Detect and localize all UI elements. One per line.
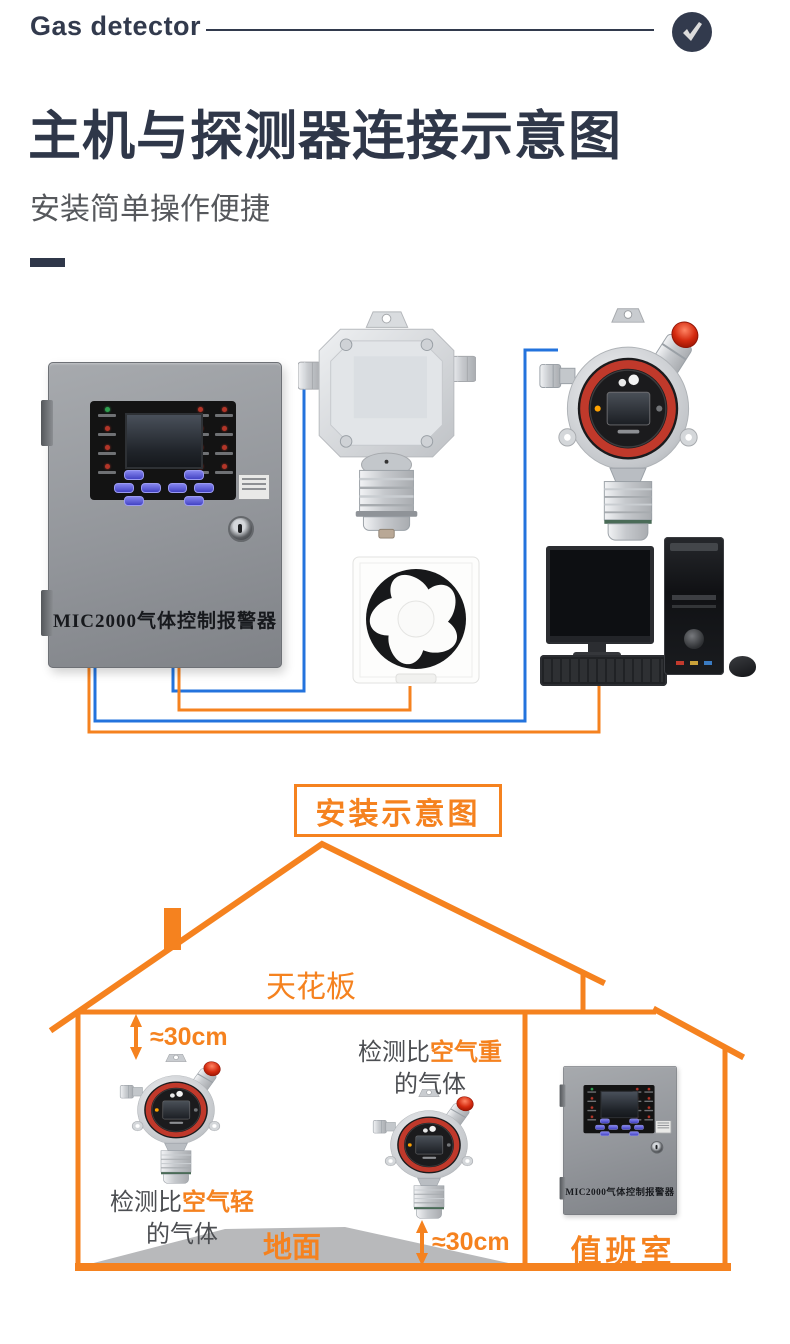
monitor — [546, 546, 654, 644]
ceiling-clearance-label: ≈30cm — [150, 1023, 228, 1051]
duty-room-roof — [651, 1005, 746, 1061]
spec-sticker — [238, 474, 270, 500]
heavy-gas-detector — [372, 1086, 486, 1220]
title-dash — [30, 258, 65, 267]
panel-lcd-screen — [125, 413, 203, 469]
heavy-gas-prefix: 检测比 — [358, 1039, 430, 1066]
ground-label: 地面 — [263, 1232, 322, 1264]
heavy-gas-line2: 的气体 — [394, 1071, 466, 1099]
brand-title: Gas detector — [30, 11, 202, 41]
ceiling-label: 天花板 — [266, 971, 356, 1004]
hinge — [41, 400, 53, 446]
mouse — [729, 656, 756, 677]
duty-room-control-panel: MIC2000气体控制报警器 — [559, 1066, 677, 1216]
heavy-gas-highlight: 空气重 — [430, 1039, 502, 1066]
gas-transmitter-detector — [298, 310, 476, 540]
monitor-stand — [588, 642, 606, 654]
installation-badge: 安装示意图 — [294, 784, 502, 837]
floor-clearance-arrow — [416, 1220, 428, 1266]
light-gas-prefix: 检测比 — [110, 1189, 182, 1216]
panel-keypad — [114, 467, 214, 506]
page-title: 主机与探测器连接示意图 — [28, 107, 622, 166]
header-divider — [206, 29, 654, 31]
exhaust-fan — [352, 556, 480, 684]
light-gas-note: 检测比空气轻 的气体 — [102, 1187, 262, 1252]
keyboard — [540, 655, 667, 686]
duty-room-label: 值班室 — [570, 1234, 676, 1269]
hinge — [41, 590, 53, 636]
heavy-gas-note: 检测比空气重 的气体 — [350, 1037, 510, 1102]
panel-control-face — [90, 401, 236, 506]
chimney — [164, 908, 181, 950]
light-gas-highlight: 空气轻 — [182, 1189, 254, 1216]
floor-clearance-label: ≈30cm — [432, 1228, 510, 1256]
light-gas-line2: 的气体 — [146, 1221, 218, 1249]
gas-control-panel: MIC2000气体控制报警器 — [41, 362, 282, 668]
duty-panel-model-label: MIC2000气体控制报警器 — [565, 1187, 675, 1198]
check-icon — [672, 12, 712, 52]
panel-model-label: MIC2000气体控制报警器 — [52, 611, 278, 632]
page-subtitle: 安装简单操作便捷 — [30, 193, 270, 226]
door-lock — [228, 516, 254, 542]
light-gas-detector — [119, 1051, 233, 1185]
computer-tower — [664, 537, 724, 675]
wire-orange-to-computer — [87, 664, 601, 734]
panel-enclosure: MIC2000气体控制报警器 — [41, 362, 282, 668]
fixed-gas-detector — [538, 303, 718, 543]
installation-badge-label: 安装示意图 — [315, 797, 481, 831]
